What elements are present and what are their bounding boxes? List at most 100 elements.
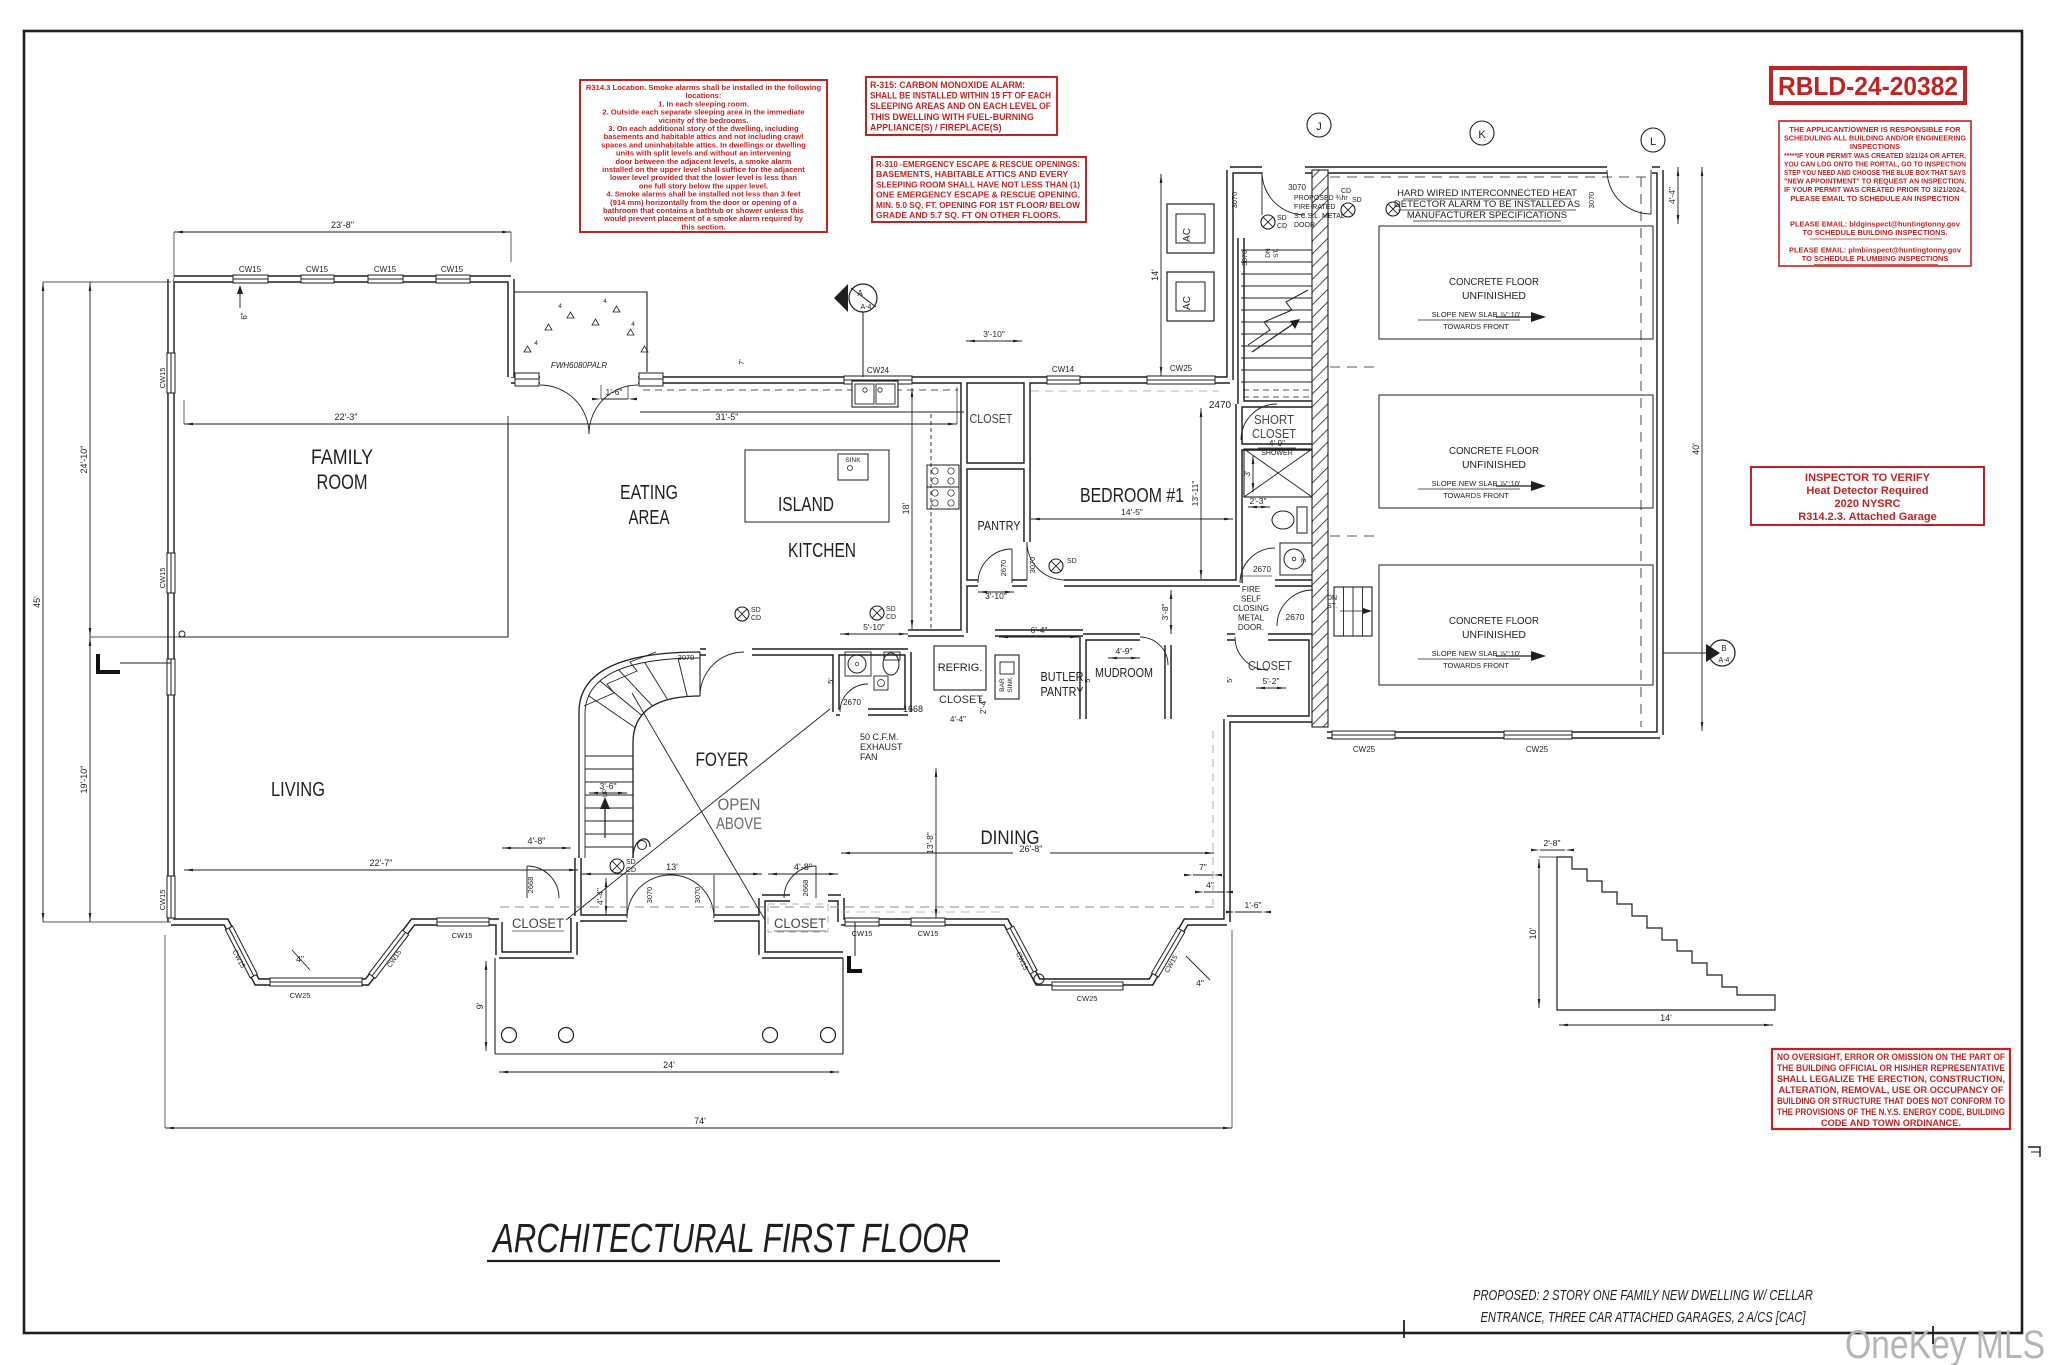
- svg-text:locations:: locations:: [686, 91, 722, 100]
- svg-text:OPEN: OPEN: [718, 795, 761, 814]
- svg-text:THE PROVISIONS OF THE N.Y.S. E: THE PROVISIONS OF THE N.Y.S. ENERGY CODE…: [1777, 1107, 2005, 1117]
- svg-text:spaces and uninhabitable attic: spaces and uninhabitable attics. In dwel…: [601, 140, 806, 149]
- svg-text:A-4: A-4: [1719, 657, 1730, 664]
- svg-text:74': 74': [694, 1116, 706, 1126]
- svg-text:1'-6": 1'-6": [1245, 900, 1262, 910]
- svg-text:FWH6080PALR: FWH6080PALR: [551, 361, 608, 370]
- svg-text:PANTRY: PANTRY: [978, 518, 1021, 533]
- svg-text:5'-10": 5'-10": [863, 622, 885, 632]
- svg-text:3': 3': [1301, 557, 1308, 562]
- svg-text:SINK: SINK: [1007, 677, 1014, 693]
- svg-text:40': 40': [1691, 443, 1701, 455]
- svg-text:L: L: [1650, 136, 1656, 148]
- svg-text:CD: CD: [751, 615, 761, 622]
- svg-text:AC: AC: [1182, 296, 1193, 310]
- svg-text:CONCRETE FLOOR: CONCRETE FLOOR: [1449, 277, 1539, 288]
- svg-text:B: B: [1721, 644, 1726, 653]
- svg-text:REFRIG.: REFRIG.: [938, 662, 983, 674]
- svg-text:LIVING: LIVING: [271, 779, 325, 801]
- svg-text:CW15: CW15: [918, 929, 939, 938]
- svg-text:ONE EMERGENCY ESCAPE & RESCUE: ONE EMERGENCY ESCAPE & RESCUE OPENING.: [876, 190, 1080, 200]
- svg-text:TO SCHEDULE PLUMBING INSPECTIO: TO SCHEDULE PLUMBING INSPECTIONS: [1802, 254, 1949, 263]
- svg-text:3. On each additional story of: 3. On each additional story of the dwell…: [608, 124, 799, 133]
- svg-text:INSPECTIONS: INSPECTIONS: [1850, 142, 1900, 151]
- svg-text:DETECTOR ALARM TO BE INSTA: DETECTOR ALARM TO BE INSTALLED AS: [1394, 199, 1580, 210]
- svg-text:FIRE: FIRE: [1242, 585, 1260, 594]
- svg-text:ARCHITECTURAL FIRST FLOOR: ARCHITECTURAL FIRST FLOOR: [491, 1215, 969, 1261]
- svg-text:ST.: ST.: [1273, 248, 1280, 258]
- svg-text:10': 10': [1528, 927, 1538, 939]
- svg-text:SLEEPING ROOM SHALL HAVE NOT L: SLEEPING ROOM SHALL HAVE NOT LESS THAN (…: [876, 179, 1080, 189]
- svg-text:CLOSET: CLOSET: [512, 916, 564, 931]
- svg-text:4'-4": 4'-4": [950, 715, 966, 724]
- svg-text:MIN. 5.0 SQ. FT. OPENING FOR 1: MIN. 5.0 SQ. FT. OPENING FOR 1ST FLOOR/ …: [876, 200, 1081, 210]
- svg-text:IF YOUR PERMIT WAS CREATED PRI: IF YOUR PERMIT WAS CREATED PRIOR TO 3/21…: [1784, 185, 1966, 194]
- svg-text:CLOSET: CLOSET: [1252, 427, 1296, 441]
- svg-text:5': 5': [1083, 677, 1092, 683]
- svg-text:CW15: CW15: [452, 931, 473, 940]
- svg-text:R-315: CARBON MONOXIDE ALARM:: R-315: CARBON MONOXIDE ALARM:: [870, 80, 1025, 90]
- svg-text:3070: 3070: [1587, 192, 1596, 209]
- svg-text:SD: SD: [1067, 558, 1077, 565]
- svg-text:CW25: CW25: [290, 991, 311, 1000]
- svg-text:3070: 3070: [645, 887, 654, 904]
- svg-text:4. Smoke alarms shall be insta: 4. Smoke alarms shall be installed not l…: [606, 190, 801, 199]
- svg-text:MUDROOM: MUDROOM: [1095, 666, 1153, 680]
- svg-text:UNFINISHED: UNFINISHED: [1462, 460, 1526, 471]
- svg-text:3070: 3070: [678, 653, 695, 662]
- svg-text:FIRE-RATED: FIRE-RATED: [1294, 204, 1335, 211]
- svg-text:SLEEPING AREAS AND ON EACH LEV: SLEEPING AREAS AND ON EACH LEVEL OF: [870, 101, 1052, 111]
- svg-text:K: K: [1478, 129, 1486, 141]
- svg-text:INSPECTOR TO VERIFY: INSPECTOR TO VERIFY: [1805, 472, 1931, 484]
- svg-text:AC: AC: [1182, 228, 1193, 242]
- svg-text:24': 24': [663, 1060, 675, 1070]
- svg-text:PLEASE EMAIL: plmbinspect@hunt: PLEASE EMAIL: plmbinspect@huntingtonny.g…: [1789, 245, 1962, 254]
- svg-text:R-310 -EMERGENCY ESCAPE & RESC: R-310 -EMERGENCY ESCAPE & RESCUE OPENING…: [876, 159, 1080, 169]
- svg-text:(914 mm) horizontally from the: (914 mm) horizontally from the door or o…: [610, 198, 797, 207]
- svg-text:one full story below the upper: one full story below the upper level.: [639, 181, 768, 190]
- svg-text:7": 7": [1199, 862, 1207, 872]
- svg-text:2'-3": 2'-3": [1250, 496, 1267, 506]
- svg-text:installed on the upper level s: installed on the upper level shall suffi…: [602, 165, 805, 174]
- svg-text:ST.: ST.: [1327, 603, 1337, 610]
- svg-text:DINING: DINING: [981, 828, 1040, 849]
- svg-text:2. Outside each separate sleep: 2. Outside each separate sleeping area i…: [602, 108, 804, 117]
- svg-text:CW15: CW15: [306, 265, 329, 274]
- svg-text:SD: SD: [1352, 197, 1362, 204]
- svg-text:31'-5": 31'-5": [716, 412, 739, 422]
- svg-text:4'-8": 4'-8": [528, 836, 546, 846]
- svg-text:KITCHEN: KITCHEN: [788, 540, 856, 562]
- svg-text:23'-8": 23'-8": [331, 220, 354, 230]
- svg-text:5'-2": 5'-2": [1263, 676, 1280, 686]
- svg-text:3070: 3070: [693, 887, 702, 904]
- svg-text:FAMILY: FAMILY: [311, 446, 373, 469]
- svg-text:2670: 2670: [999, 560, 1008, 577]
- svg-text:4: 4: [603, 298, 607, 305]
- svg-text:CW25: CW25: [1526, 745, 1549, 754]
- svg-text:CLOSET: CLOSET: [774, 916, 826, 931]
- svg-text:2668: 2668: [801, 880, 810, 897]
- svg-text:4: 4: [558, 303, 562, 310]
- svg-text:14': 14': [1660, 1013, 1672, 1023]
- svg-text:METAL: METAL: [1238, 614, 1265, 623]
- svg-text:18': 18': [901, 502, 911, 514]
- svg-text:ABOVE: ABOVE: [716, 814, 762, 833]
- svg-text:4": 4": [1206, 880, 1214, 890]
- svg-text:5': 5': [1225, 677, 1234, 683]
- svg-text:9': 9': [475, 1002, 485, 1009]
- svg-text:R314.3 Location. Smoke alarms: R314.3 Location. Smoke alarms shall be i…: [586, 83, 822, 92]
- svg-text:A-4: A-4: [861, 304, 872, 311]
- svg-text:RBLD-24-20382: RBLD-24-20382: [1778, 71, 1958, 101]
- svg-text:*****IF YOUR PERMIT WAS CREATE: *****IF YOUR PERMIT WAS CREATED 3/21/24 …: [1784, 151, 1966, 160]
- svg-text:CW15: CW15: [374, 265, 397, 274]
- svg-text:DOOR.: DOOR.: [1238, 623, 1264, 632]
- svg-text:SHALL LEGALIZE THE ERECTION, C: SHALL LEGALIZE THE ERECTION, CONSTRUCTIO…: [1777, 1074, 2005, 1084]
- svg-text:SLOPE NEW SLAB ⅞":10': SLOPE NEW SLAB ⅞":10': [1432, 649, 1521, 658]
- svg-text:1668: 1668: [903, 704, 923, 714]
- svg-text:CLOSET.: CLOSET.: [939, 694, 985, 706]
- svg-text:26'-8": 26'-8": [1020, 844, 1043, 854]
- svg-text:SCHEDULING ALL BUILDING AND/OR: SCHEDULING ALL BUILDING AND/OR ENGINEERI…: [1784, 134, 1966, 143]
- svg-text:3'-8": 3'-8": [1160, 604, 1170, 621]
- svg-text:4'-9": 4'-9": [1269, 439, 1285, 448]
- svg-text:CW15: CW15: [852, 929, 873, 938]
